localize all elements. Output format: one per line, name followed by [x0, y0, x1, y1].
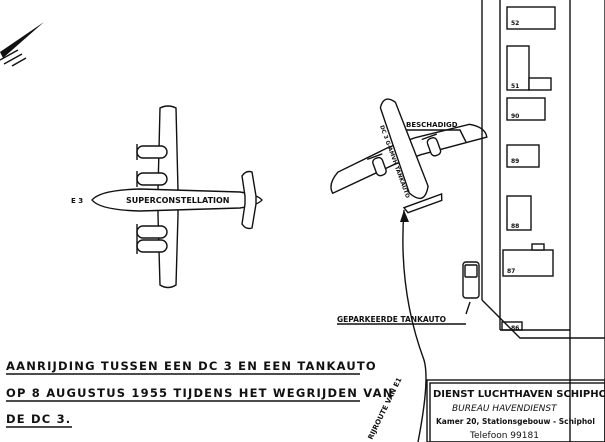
office-stamp — [426, 379, 605, 442]
building-86 — [501, 321, 523, 331]
hangar-row — [481, 0, 605, 442]
building-88-label: 88 — [511, 223, 519, 230]
geparkeerde-label: GEPARKEERDE TANKAUTO — [337, 315, 446, 324]
stamp-line-4: Telefoon 99181 — [469, 431, 539, 441]
parked-tanker-truck — [462, 261, 480, 299]
building-89 — [506, 144, 540, 168]
route-arrow-icon — [400, 210, 409, 222]
building-88 — [506, 195, 532, 231]
building-87-label: 87 — [507, 268, 515, 275]
stamp-line-2: BUREAU HAVENDIENST — [452, 404, 558, 414]
building-87 — [502, 243, 554, 277]
e3-label: E 3 — [71, 197, 83, 205]
north-arrow-icon — [0, 22, 44, 67]
beschadigd-leader — [406, 129, 467, 143]
building-86-label: 86 — [511, 325, 519, 332]
stamp-line-1: DIENST LUCHTHAVEN SCHIPHOL — [433, 389, 605, 400]
tanker-route-line — [402, 209, 427, 442]
building-90 — [506, 97, 546, 121]
superconstellation-aircraft — [91, 105, 263, 289]
building-52 — [506, 6, 556, 30]
caption-line-1: AANRIJDING TUSSEN EEN DC 3 EN EEN TANKAU… — [6, 359, 377, 373]
building-51 — [506, 45, 552, 91]
dc3-aircraft — [330, 98, 488, 214]
building-89-label: 89 — [511, 158, 519, 165]
building-51-label: 51 — [511, 83, 519, 90]
beschadigd-label: BESCHADIGD — [406, 121, 458, 129]
geparkeerde-leader — [465, 301, 471, 315]
caption-line-3: DE DC 3. — [6, 412, 71, 426]
stamp-line-3: Kamer 20, Stationsgebouw - Schiphol — [436, 417, 595, 426]
building-90-label: 90 — [511, 113, 519, 120]
building-52-label: 52 — [511, 20, 519, 27]
superconstellation-label: SUPERCONSTELLATION — [126, 196, 230, 205]
caption-line-2: OP 8 AUGUSTUS 1955 TIJDENS HET WEGRIJDEN… — [6, 386, 394, 400]
